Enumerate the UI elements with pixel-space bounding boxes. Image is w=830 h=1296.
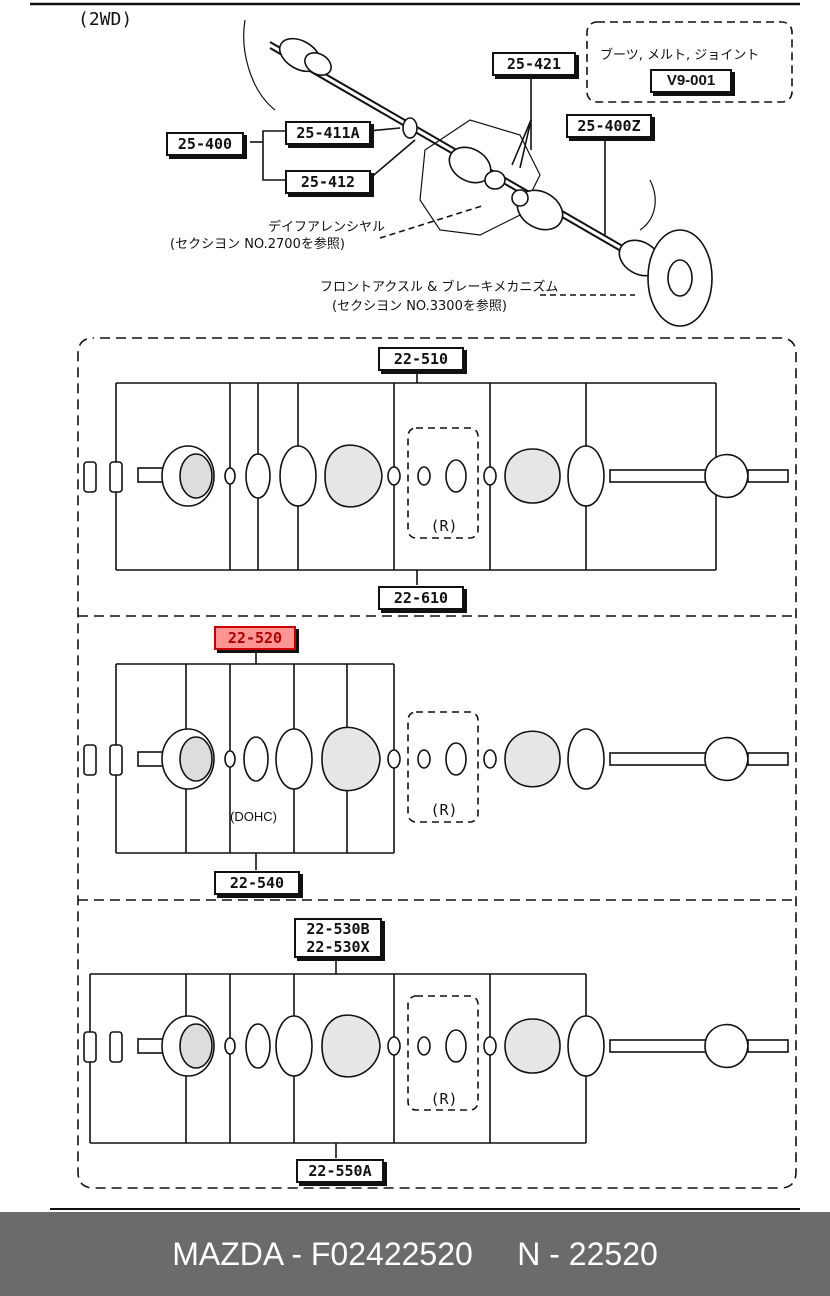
part-label-22-530x-text: 22-530X [306,938,370,956]
part-label-22-540[interactable]: 22-540 [214,871,300,895]
part-label-22-520-highlighted[interactable]: 22-520 [214,626,296,650]
part-label-22-530b[interactable]: 22-530B 22-530X [294,918,382,958]
part-label-25-412[interactable]: 25-412 [285,170,371,194]
part-label-22-530b-text: 22-530B [306,920,370,938]
variant-mark-r-3: (R) [430,1090,458,1108]
variant-label: (2WD) [78,9,133,30]
variant-mark-r-1: (R) [430,517,458,535]
note-box-code[interactable]: V9-001 [650,69,732,93]
ref-differential-section: (セクシヨン NO.2700を参照) [170,237,345,252]
engine-note-dohc: (DOHC) [230,809,277,824]
part-label-25-411a[interactable]: 25-411A [285,121,371,145]
parts-diagram: (2WD) 25-400 25-411A 25-412 25-421 25-40… [30,2,800,1210]
part-label-25-400[interactable]: 25-400 [166,132,244,156]
variant-mark-r-2: (R) [430,801,458,819]
part-label-25-421[interactable]: 25-421 [492,52,576,76]
part-label-22-610[interactable]: 22-610 [378,586,464,610]
part-label-22-510[interactable]: 22-510 [378,347,464,371]
footer-part-info: MAZDA - F02422520 N - 22520 [172,1235,658,1272]
note-box-text: ブーツ, メルト, ジョイント [600,48,760,63]
ref-front-axle-title: フロントアクスル & ブレーキメカニズム [320,280,559,295]
drive-shaft-exploded-view [30,2,800,1210]
part-label-25-400z[interactable]: 25-400Z [566,114,652,138]
ref-front-axle-section: (セクシヨン NO.3300を参照) [332,299,507,314]
part-label-22-550a[interactable]: 22-550A [296,1159,384,1183]
ref-differential-title: デイフアレンシヤル [268,220,386,235]
footer-bar: MAZDA - F02422520 N - 22520 [0,1212,830,1296]
